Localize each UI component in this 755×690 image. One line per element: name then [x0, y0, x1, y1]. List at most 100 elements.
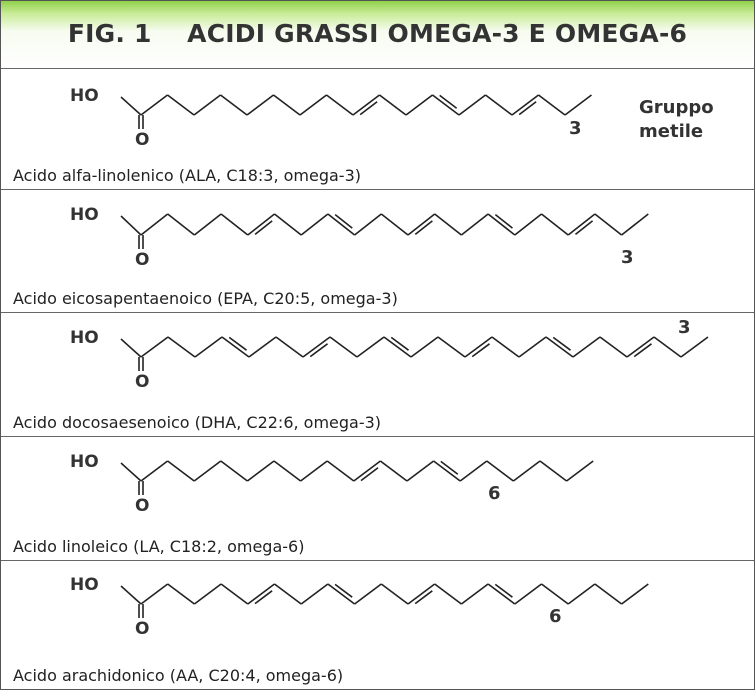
carbonyl-oxygen-label-ala: O	[135, 130, 149, 150]
bond-ala-10-11	[379, 94, 407, 116]
carbonyl-oxygen-label-epa: O	[135, 250, 149, 270]
bond-ala-12-13	[432, 94, 460, 116]
bond-la-1-2	[140, 460, 169, 482]
bond-aa-5-6	[247, 583, 275, 605]
bond-la-8-9	[326, 460, 355, 482]
bond-aa-11-12	[407, 583, 436, 605]
bond-ala-9-10	[352, 94, 380, 116]
molecule-caption-aa: Acido arachidonico (AA, C20:4, omega-6)	[13, 666, 344, 685]
bond-la-6-7	[273, 460, 302, 482]
bond-la-14-15	[486, 460, 514, 482]
bond-epa-7-8	[300, 213, 329, 236]
bond-aa-6-7	[274, 583, 302, 605]
bond-aa-7-8	[300, 583, 329, 605]
bond-aa-8-9	[327, 583, 356, 605]
bond-la-16-17	[539, 460, 568, 482]
bond-la-10-11	[379, 460, 408, 482]
bond-epa-1-2	[140, 213, 169, 236]
bond-dha-2-3	[167, 336, 196, 358]
bond-ala-16-17	[538, 94, 566, 116]
bond-aa-13-14	[460, 583, 489, 605]
bond-la-5-6	[246, 460, 275, 482]
bond-epa-5-6	[247, 213, 275, 236]
bond-ala-7-8	[299, 94, 327, 116]
bond-ala-8-9	[326, 94, 354, 116]
bond-dha-19-20	[626, 336, 655, 358]
double-bond-dha-4-5	[228, 336, 247, 351]
bond-c1-oh	[120, 338, 142, 358]
molecule-caption-ala: Acido alfa-linolenico (ALA, C18:3, omega…	[13, 166, 361, 185]
bond-la-12-13	[433, 460, 461, 482]
bond-dha-8-9	[329, 336, 358, 358]
bond-la-3-4	[193, 460, 222, 482]
figure-title: FIG. 1 ACIDI GRASSI OMEGA-3 E OMEGA-6	[67, 19, 688, 48]
omega-position-label-dha: 3	[678, 317, 691, 338]
methyl-group-label-line1: Gruppo	[639, 97, 714, 118]
bond-aa-18-19	[594, 583, 623, 605]
double-bond-dha-7-8	[309, 343, 328, 358]
carbonyl-oxygen-label-la: O	[135, 496, 149, 516]
bond-dha-16-17	[545, 336, 574, 358]
bond-dha-7-8	[302, 336, 331, 358]
bond-aa-14-15	[487, 583, 516, 605]
bond-dha-4-5	[221, 336, 250, 358]
carbonyl-oxygen-label-dha: O	[135, 372, 149, 392]
double-bond-ala-9-10	[359, 101, 378, 116]
double-bond-epa-8-9	[334, 214, 353, 229]
bond-dha-3-4	[194, 336, 223, 358]
bond-epa-8-9	[327, 213, 356, 236]
bond-aa-19-20	[621, 583, 649, 605]
bond-epa-9-10	[354, 213, 382, 236]
double-bond-ala-15-16	[518, 101, 537, 116]
bond-c1-oh	[120, 462, 142, 482]
bond-aa-16-17	[541, 583, 569, 605]
molecule-panel-epa: HO O 3 Acido eicosapentaenoico (EPA, C20:5…	[1, 190, 754, 313]
double-bond-epa-11-12	[414, 220, 433, 235]
double-bond-aa-14-15	[494, 583, 513, 598]
double-bond-dha-10-11	[390, 336, 409, 351]
bond-epa-6-7	[274, 213, 302, 236]
bond-epa-13-14	[460, 213, 489, 236]
hydroxyl-label-epa: HO	[70, 205, 99, 225]
bond-dha-21-22	[680, 336, 709, 358]
bond-aa-9-10	[354, 583, 382, 605]
omega-position-label-epa: 3	[621, 247, 634, 268]
bond-dha-20-21	[653, 336, 682, 358]
bond-la-17-18	[566, 460, 594, 482]
bond-dha-13-14	[464, 336, 493, 358]
molecule-structure-epa: HO O 3	[70, 205, 649, 270]
double-bond-epa-5-6	[254, 220, 273, 235]
bond-epa-11-12	[407, 213, 436, 236]
bond-ala-5-6	[246, 94, 274, 116]
bond-aa-17-18	[567, 583, 596, 605]
omega-position-label-aa: 6	[549, 606, 562, 627]
double-bond-la-9-10	[360, 467, 379, 482]
bond-la-4-5	[220, 460, 248, 482]
bond-epa-15-16	[514, 213, 542, 236]
hydroxyl-label-ala: HO	[70, 86, 99, 106]
bond-epa-4-5	[220, 213, 249, 236]
bond-dha-1-2	[140, 336, 169, 358]
molecule-caption-la: Acido linoleico (LA, C18:2, omega-6)	[13, 537, 305, 556]
bond-ala-13-14	[458, 94, 486, 116]
bond-ala-4-5	[220, 94, 248, 116]
double-bond-dha-19-20	[633, 343, 652, 358]
molecule-caption-epa: Acido eicosapentaenoico (EPA, C20:5, ome…	[13, 289, 398, 308]
bond-la-15-16	[512, 460, 541, 482]
bond-epa-19-20	[621, 213, 649, 236]
bond-epa-18-19	[594, 213, 623, 236]
bond-la-11-12	[406, 460, 435, 482]
bond-ala-14-15	[485, 94, 513, 116]
carbonyl-oxygen-label-aa: O	[135, 619, 149, 639]
bond-epa-3-4	[193, 213, 222, 236]
bond-epa-16-17	[541, 213, 569, 236]
omega-position-label-la: 6	[488, 483, 501, 504]
double-bond-epa-14-15	[494, 214, 513, 229]
bond-dha-17-18	[572, 336, 601, 358]
double-bond-aa-8-9	[334, 583, 353, 598]
